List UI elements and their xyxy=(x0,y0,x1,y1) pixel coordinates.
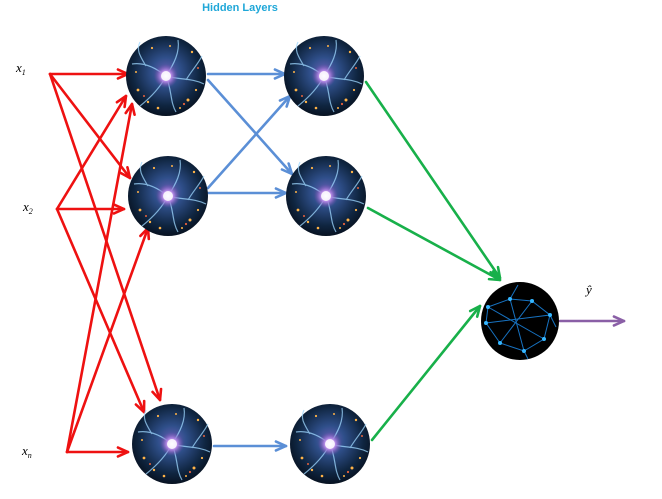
neuron-hidden1-3 xyxy=(131,403,213,485)
input-label-x2: x2 xyxy=(22,199,33,216)
output-neuron xyxy=(480,281,560,361)
neuron-hidden2-3 xyxy=(289,403,371,485)
edge-output-to-yhat xyxy=(558,315,626,327)
edge-h1-1-to-h2-2 xyxy=(206,78,294,176)
edge-x2-to-h1-1 xyxy=(55,94,128,211)
neuron-hidden2-2 xyxy=(285,155,367,237)
input-label-x1: x1 xyxy=(15,60,26,77)
edge-x1-to-h1-2 xyxy=(48,72,132,180)
hidden-layers-title: Hidden Layers xyxy=(202,2,278,14)
edge-xn-to-h1-1 xyxy=(65,102,136,454)
edge-h1-1-to-h2-1 xyxy=(206,68,287,80)
edge-x2-to-h1-3 xyxy=(55,207,146,414)
edge-h2-3-to-output xyxy=(370,304,482,442)
edge-h1-3-to-h2-3 xyxy=(212,440,288,452)
neuron-hidden1-1 xyxy=(125,35,207,117)
edge-xn-to-h1-3 xyxy=(65,446,130,458)
edge-h1-2-to-h2-2 xyxy=(206,187,288,199)
edge-x1-to-h1-1 xyxy=(48,68,130,80)
input-label-xn: xn xyxy=(21,443,32,460)
edge-h2-2-to-output xyxy=(366,206,502,282)
edge-x1-to-h1-3 xyxy=(48,72,163,402)
edge-h1-2-to-h2-1 xyxy=(206,94,292,190)
neuron-hidden2-1 xyxy=(283,35,365,117)
neuron-hidden1-2 xyxy=(127,155,209,237)
output-label-yhat: ŷ xyxy=(584,282,592,297)
edge-h2-1-to-output xyxy=(364,80,502,280)
